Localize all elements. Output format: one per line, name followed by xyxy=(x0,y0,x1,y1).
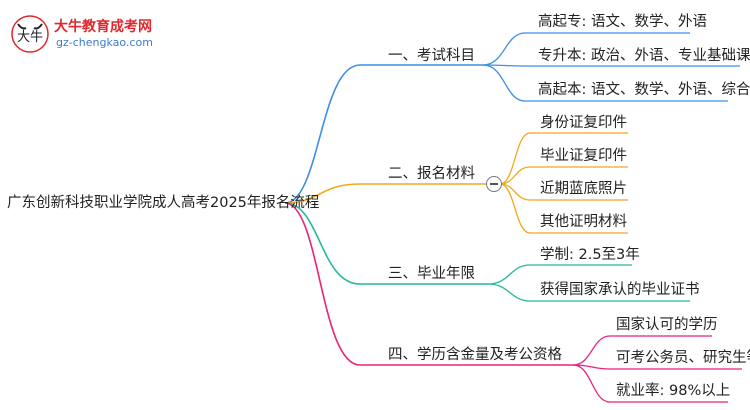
branch-graduation-duration: 三、毕业年限 xyxy=(388,266,475,282)
leaf-b1-2: 专升本: 政治、外语、专业基础课 xyxy=(538,48,750,64)
connector-b1-leaf-1 xyxy=(482,32,690,66)
logo-brand-text: 大牛教育成考网 xyxy=(54,19,152,35)
connector-b3-leaf-2 xyxy=(487,283,690,302)
leaf-b3-1: 学制: 2.5至3年 xyxy=(540,247,640,263)
connector-b2-leaf-1 xyxy=(499,132,628,185)
mindmap-root-node: 广东创新科技职业学院成人高考2025年报名流程 xyxy=(7,195,320,211)
leaf-b1-3: 高起本: 语文、数学、外语、综合 xyxy=(538,82,750,98)
connector-b1-leaf-3 xyxy=(482,64,728,102)
connector-root-branch-3 xyxy=(284,202,488,285)
connector-root-branch-2 xyxy=(284,183,486,204)
leaf-b4-1: 国家认可的学历 xyxy=(616,317,718,333)
collapse-toggle-icon[interactable] xyxy=(486,176,502,192)
branch-exam-subjects: 一、考试科目 xyxy=(388,48,475,64)
site-logo[interactable]: 大牛 大牛教育成考网 gz-chengkao.com xyxy=(10,12,160,56)
leaf-b3-2: 获得国家承认的毕业证书 xyxy=(540,282,700,298)
leaf-b4-3: 就业率: 98%以上 xyxy=(616,383,731,399)
svg-text:大牛: 大牛 xyxy=(17,30,43,45)
connector-b2-leaf-3 xyxy=(499,183,628,201)
logo-domain-text: gz-chengkao.com xyxy=(56,36,153,49)
connector-root-branch-1 xyxy=(284,64,483,204)
leaf-b2-3: 近期蓝底照片 xyxy=(540,181,627,197)
connector-b4-leaf-1 xyxy=(572,335,712,366)
branch-degree-value: 四、学历含金量及考公资格 xyxy=(388,347,562,363)
branch-registration-materials: 二、报名材料 xyxy=(388,166,475,182)
connector-b2-leaf-2 xyxy=(499,166,628,185)
connector-b1-leaf-2 xyxy=(482,64,740,67)
connector-b4-leaf-3 xyxy=(572,364,728,403)
connector-b3-leaf-1 xyxy=(487,264,632,285)
leaf-b2-4: 其他证明材料 xyxy=(540,214,627,230)
connector-root-branch-4 xyxy=(284,202,573,366)
leaf-b1-1: 高起专: 语文、数学、外语 xyxy=(538,14,707,30)
leaf-b2-2: 毕业证复印件 xyxy=(540,148,627,164)
leaf-b4-2: 可考公务员、研究生等 xyxy=(616,350,750,366)
leaf-b2-1: 身份证复印件 xyxy=(540,115,627,131)
bull-head-logo-icon: 大牛 xyxy=(11,15,49,53)
connector-b4-leaf-2 xyxy=(572,364,742,370)
connector-b2-leaf-4 xyxy=(499,183,628,234)
